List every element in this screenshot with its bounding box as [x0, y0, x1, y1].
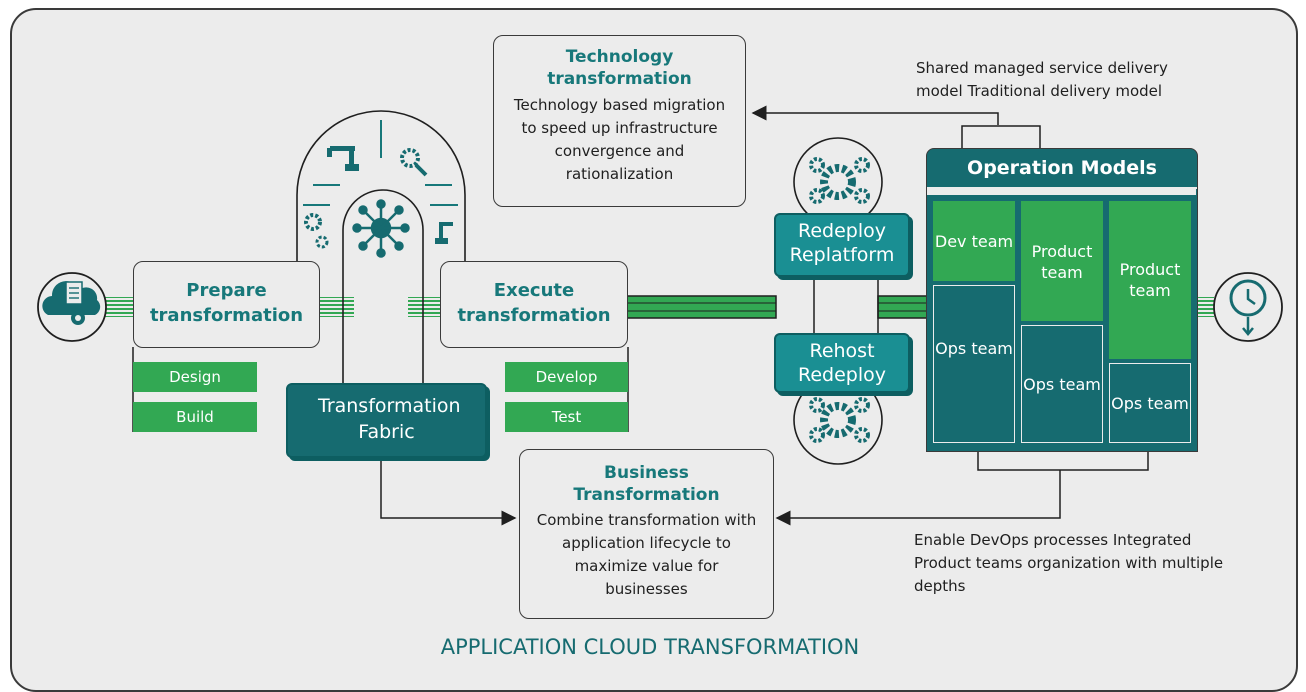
footer-title: APPLICATION CLOUD TRANSFORMATION: [440, 635, 860, 659]
cloud-document-gear-icon: [37, 272, 107, 342]
clock-download-icon: [1213, 272, 1283, 342]
product-team-cell-1: Product team: [1021, 201, 1103, 321]
dev-team-label: Dev team: [934, 231, 1014, 251]
execute-transformation-box: Execute transformation: [440, 261, 628, 348]
enable-devops-note: Enable DevOps processes Integrated Produ…: [914, 531, 1224, 595]
ops-team-label-2: Ops team: [1023, 374, 1101, 394]
network-hub-icon: [352, 199, 410, 258]
prepare-title: Prepare transformation: [149, 280, 304, 326]
product-team-label-2: Product team: [1119, 260, 1181, 300]
gear-magnifier-icon: [400, 148, 428, 177]
ops-team-label-3: Ops team: [1111, 393, 1189, 413]
rehost-label: Rehost Redeploy: [798, 340, 886, 386]
gears-icon: [793, 375, 883, 465]
connectors-layer: [37, 105, 1283, 526]
ops-team-cell-2: Ops team: [1021, 325, 1103, 443]
shared-delivery-note: Shared managed service delivery model Tr…: [916, 59, 1168, 100]
test-chip: Test: [505, 402, 628, 432]
execute-title: Execute transformation: [457, 280, 611, 326]
arrows: [380, 105, 1061, 526]
ops-team-cell-1: Ops team: [933, 285, 1015, 443]
fabric-label: Transformation Fabric: [318, 395, 461, 443]
ops-team-label-1: Ops team: [935, 339, 1013, 358]
design-chip: Design: [133, 362, 257, 392]
robot-arm-icon: [435, 222, 453, 244]
gears-icon: [793, 137, 883, 227]
prepare-transformation-box: Prepare transformation: [133, 261, 320, 348]
ops-team-cell-3: Ops team: [1109, 363, 1191, 443]
technology-desc: Technology based migration to speed up i…: [513, 96, 726, 183]
business-desc: Combine transformation with application …: [536, 511, 757, 598]
technology-title: Technology transformation: [547, 47, 692, 89]
product-team-label-1: Product team: [1031, 242, 1093, 282]
business-title: Business Transformation: [573, 463, 720, 505]
operation-title: Operation Models: [927, 149, 1197, 189]
product-team-cell-2: Product team: [1109, 201, 1191, 359]
transformation-fabric-box: Transformation Fabric: [286, 383, 487, 458]
operation-models-panel: Operation Models Dev team Ops team Produ…: [926, 148, 1198, 452]
dev-team-cell: Dev team: [933, 201, 1015, 281]
gears-icon: [304, 213, 329, 249]
redeploy-label: Redeploy Replatform: [789, 220, 895, 266]
develop-chip: Develop: [505, 362, 628, 392]
technology-transformation-box: Technology transformation Technology bas…: [493, 35, 746, 207]
build-chip: Build: [133, 402, 257, 432]
business-transformation-box: Business Transformation Combine transfor…: [519, 449, 774, 619]
robot-arm-icon: [327, 146, 359, 171]
arches: [296, 110, 466, 383]
rehost-redeploy-box: Rehost Redeploy: [774, 333, 910, 393]
redeploy-replatform-box: Redeploy Replatform: [774, 213, 910, 277]
